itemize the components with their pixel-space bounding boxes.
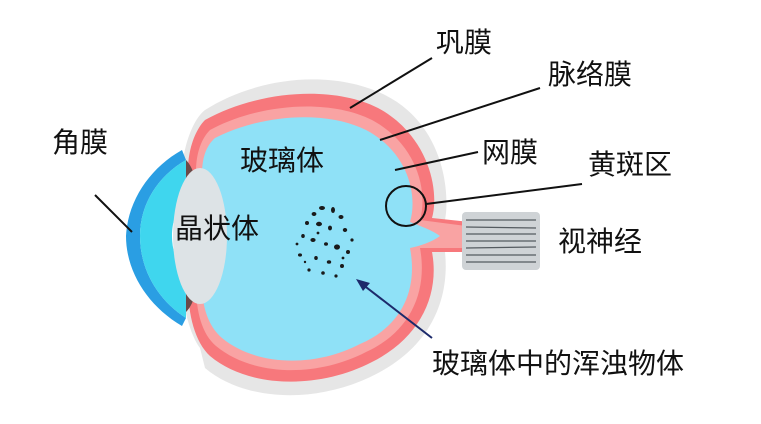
floaters-arrow bbox=[356, 279, 433, 339]
label-retina: 网膜 bbox=[482, 136, 538, 169]
label-vitreous: 玻璃体 bbox=[240, 144, 324, 177]
choroid-leader-line bbox=[379, 87, 541, 141]
label-choroid: 脉络膜 bbox=[548, 58, 632, 91]
cornea-outer-shape bbox=[126, 150, 186, 326]
cornea-shape bbox=[140, 160, 186, 318]
label-optic-nerve: 视神经 bbox=[558, 225, 642, 258]
macula-circle bbox=[385, 185, 427, 227]
sclera-leader-line bbox=[349, 57, 433, 109]
retina-leader-line bbox=[394, 151, 479, 171]
vitreous-body-shape bbox=[202, 117, 440, 361]
lens-shape bbox=[173, 168, 227, 304]
label-macula: 黄斑区 bbox=[588, 148, 672, 181]
optic-nerve-fibers bbox=[465, 219, 537, 263]
label-floaters: 玻璃体中的浑浊物体 bbox=[432, 347, 684, 380]
label-sclera: 巩膜 bbox=[436, 26, 492, 59]
label-cornea: 角膜 bbox=[52, 126, 108, 159]
macula-leader-line bbox=[425, 183, 583, 205]
floaters-specks bbox=[295, 206, 354, 278]
label-lens: 晶状体 bbox=[175, 212, 259, 245]
cornea-leader-line bbox=[94, 194, 133, 233]
